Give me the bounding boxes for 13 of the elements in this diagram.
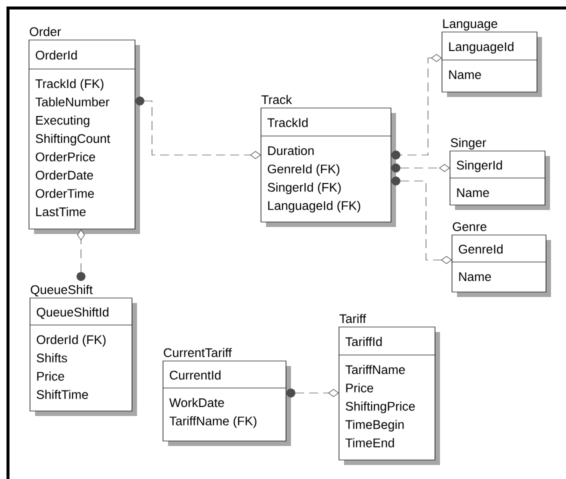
entity-name: Language <box>443 19 498 31</box>
entity-name: Genre <box>452 222 486 232</box>
entity-name: Order <box>30 26 61 36</box>
relationship-line <box>391 54 442 160</box>
relationship-line <box>135 96 261 159</box>
relationship-line <box>391 164 450 172</box>
relationship-line <box>286 388 339 398</box>
entity-name: Singer <box>450 138 486 150</box>
entity-name: Track <box>261 94 292 104</box>
entity-name: QueueShift <box>30 284 93 296</box>
entity-name: CurrentTariff <box>164 348 232 358</box>
relationship-line <box>391 176 452 264</box>
entity-name: Tariff <box>339 314 366 324</box>
